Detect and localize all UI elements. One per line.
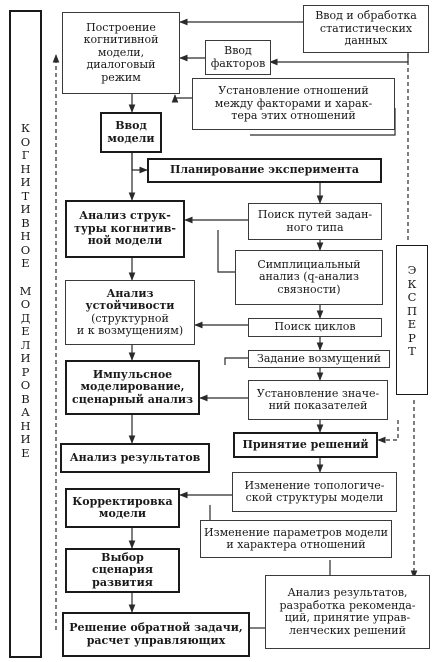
box-perturbations: Задание возмущений	[248, 350, 390, 368]
box-impulse: Импульсное моделирование, сценарный анал…	[65, 360, 200, 415]
label-letter: О	[20, 378, 31, 392]
label-letter: Н	[20, 229, 31, 243]
label-letter: Е	[21, 256, 30, 270]
box-factor-input: Ввод факторов	[205, 40, 271, 75]
label-letter: Р	[21, 364, 30, 379]
box-topology: Изменение топологиче- ской структуры мод…	[232, 472, 397, 512]
label-letter: В	[21, 391, 30, 406]
box-param-change: Изменение параметров модели и характера …	[200, 520, 392, 558]
box-indicators: Установление значе- ний показателей	[248, 380, 388, 420]
label-letter: Т	[21, 188, 30, 203]
arrow-relations-to-expert	[250, 108, 396, 136]
label-letter: И	[20, 202, 31, 216]
label-letter: В	[21, 215, 30, 230]
label-letter: И	[20, 351, 31, 365]
label-letter: И	[20, 432, 31, 446]
label-letter: Н	[20, 418, 31, 433]
label-letter: К	[407, 276, 417, 291]
label-gap	[24, 271, 28, 285]
arrow-input-to-planning	[131, 153, 148, 174]
label-letter: Е	[21, 445, 30, 460]
box-path-search: Поиск путей задан- ного типа	[248, 203, 382, 240]
box-simplicial: Симплициальный анализ (q-анализ связност…	[235, 250, 383, 305]
label-letter: Р	[408, 330, 416, 345]
arrow-perturb-to-impulse	[224, 357, 248, 365]
label-letter: Л	[20, 337, 31, 352]
box-model-input: Ввод модели	[100, 112, 162, 153]
box-results-analysis: Анализ результатов	[60, 443, 210, 473]
label-letter: И	[20, 175, 31, 189]
box-recommendations: Анализ результатов, разработка рекоменда…	[265, 575, 430, 649]
label-letter: Э	[407, 263, 417, 277]
box-relations: Установление отношений между факторами и…	[192, 78, 395, 130]
box-decision: Принятие решений	[233, 432, 378, 458]
label-letter: Н	[20, 161, 31, 176]
arrow-relations-to-model	[171, 94, 192, 103]
label-letter: О	[20, 297, 31, 311]
label-letter: С	[407, 290, 417, 304]
label-letter: К	[21, 121, 30, 135]
box-stat-input: Ввод и обработка статистических данных	[303, 5, 429, 53]
box-structure-analysis: Анализ струк- туры когнитив- ной модели	[65, 200, 185, 258]
label-letter: О	[20, 242, 31, 257]
arrow-simplicial-to-structure	[217, 230, 235, 273]
label-letter: П	[406, 303, 418, 318]
label-letter: Е	[407, 317, 417, 331]
label-letter: Е	[21, 324, 30, 338]
box-cycle-search: Поиск циклов	[248, 318, 382, 337]
box-correction: Корректировка модели	[65, 488, 180, 528]
box-inverse: Решение обратной задачи, расчет управляю…	[62, 612, 250, 657]
label-letter: Г	[21, 148, 30, 162]
label-letter: Д	[20, 310, 31, 325]
label-letter: Т	[408, 344, 416, 358]
box-scenario: Выбор сценария развития	[65, 548, 180, 593]
label-letter: М	[19, 283, 32, 298]
label-letter: А	[21, 405, 30, 419]
box-planning: Планирование эксперимента	[147, 158, 382, 183]
dashed-expert-to-decision	[377, 420, 399, 444]
box-cognitive-model: Построение когнитивной модели, диалоговы…	[62, 12, 180, 94]
label-letter: О	[20, 134, 31, 149]
